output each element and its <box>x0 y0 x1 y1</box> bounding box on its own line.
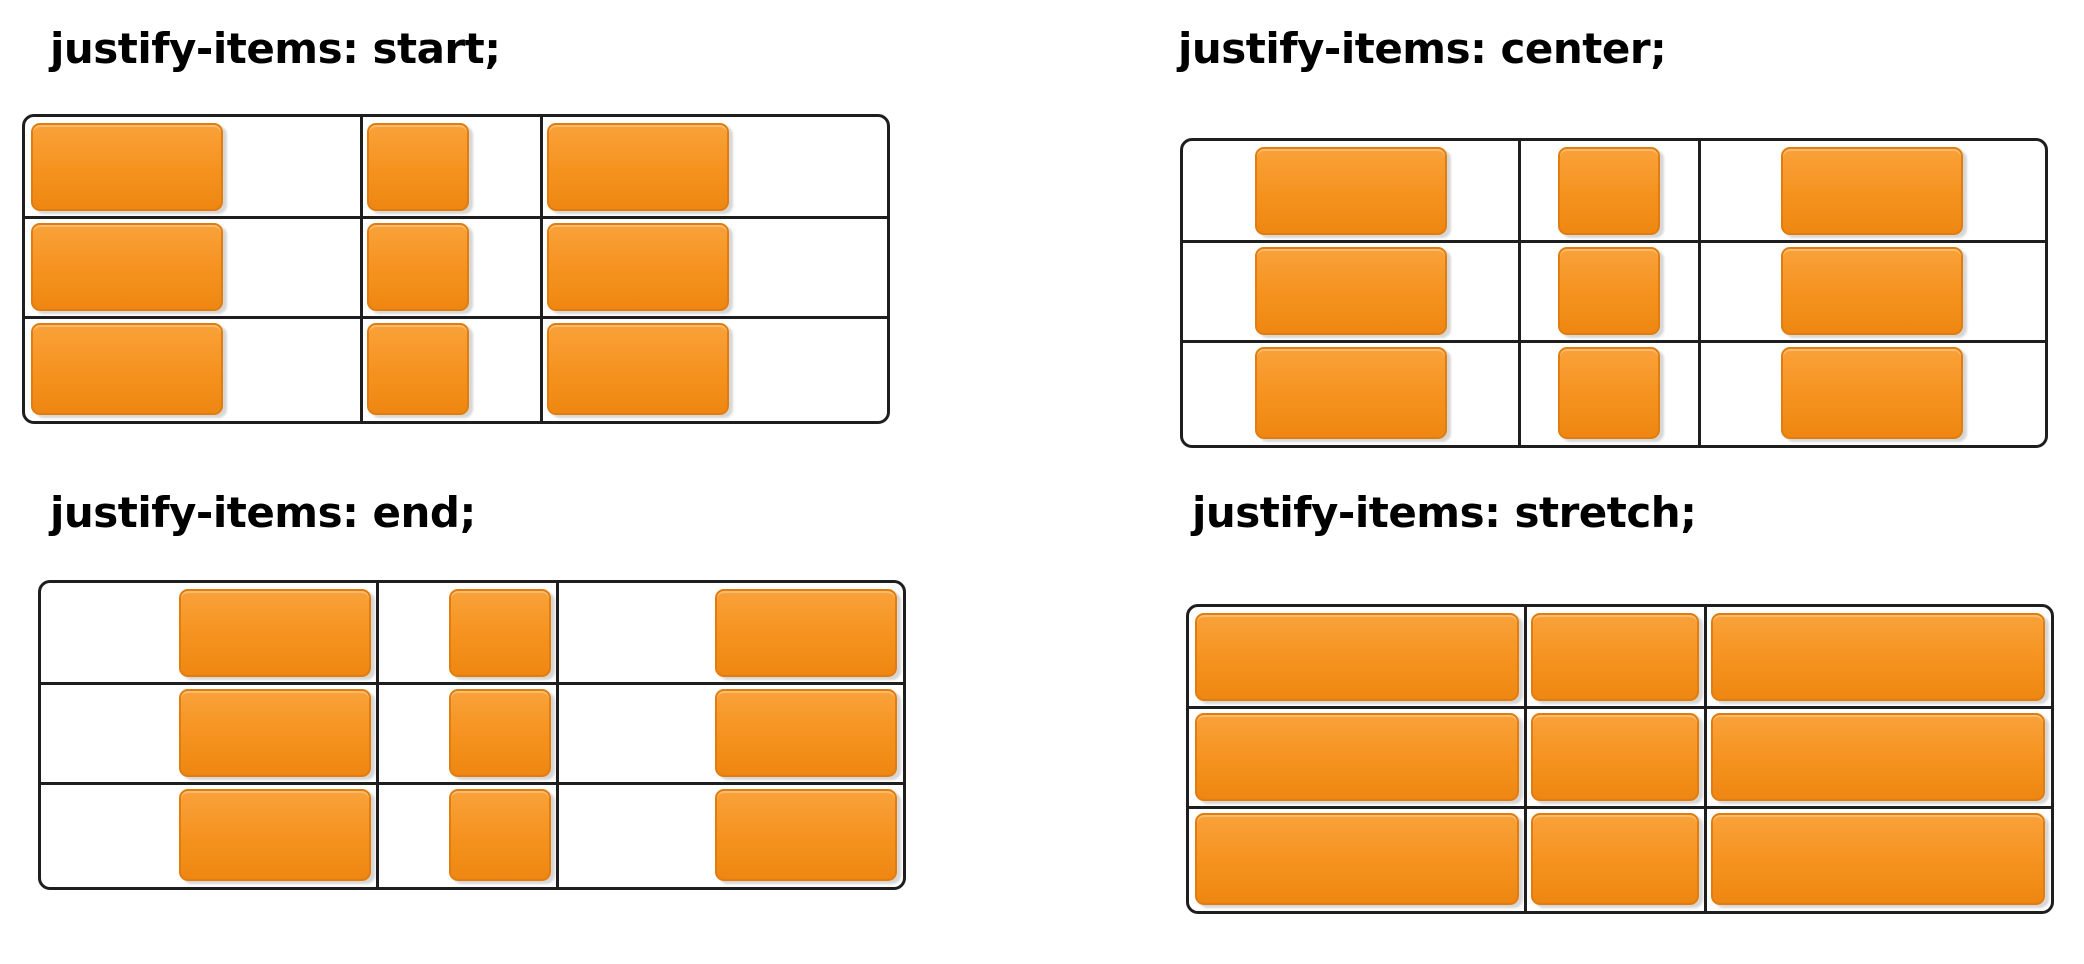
grid-cell <box>557 783 903 887</box>
grid-item <box>1711 813 2045 905</box>
grid-item <box>1531 613 1699 701</box>
grid-cell <box>1525 707 1705 807</box>
grid-column-line <box>1704 607 1707 911</box>
grid-cell <box>541 117 887 217</box>
grid-cell <box>1519 341 1699 445</box>
grid-cell <box>1705 707 2051 807</box>
grid-item <box>1558 147 1660 235</box>
grid-row-line <box>1183 340 2045 343</box>
grid-item <box>547 123 729 211</box>
grid-item <box>715 789 897 881</box>
grid-item <box>1255 247 1447 335</box>
grid-cell <box>1183 341 1519 445</box>
grid-cell <box>361 317 541 421</box>
grid-item <box>1255 347 1447 439</box>
grid-cell <box>1183 241 1519 341</box>
grid-cell <box>377 583 557 683</box>
grid-cell <box>1705 607 2051 707</box>
grid-item <box>31 323 223 415</box>
grid-column-line <box>1518 141 1521 445</box>
grid-item <box>1255 147 1447 235</box>
panel-title-end: justify-items: end; <box>50 488 476 537</box>
grid-item <box>1195 713 1519 801</box>
grid-cell <box>1699 241 2045 341</box>
grid-cell <box>377 783 557 887</box>
grid-row-line <box>1189 806 2051 809</box>
grid-item <box>715 589 897 677</box>
grid-cell <box>41 783 377 887</box>
grid-row-line <box>1183 240 2045 243</box>
grid-cell <box>1183 141 1519 241</box>
grid-item <box>1195 613 1519 701</box>
grid-cell <box>1189 607 1525 707</box>
grid-cell <box>1699 341 2045 445</box>
grid-row-line <box>41 682 903 685</box>
grid-cell <box>1699 141 2045 241</box>
grid-cell <box>361 117 541 217</box>
grid-item <box>1711 713 2045 801</box>
grid-row-line <box>1189 706 2051 709</box>
grid-item <box>449 789 551 881</box>
grid-item <box>1781 347 1963 439</box>
grid-item <box>1781 247 1963 335</box>
grid-cell <box>25 117 361 217</box>
grid-column-line <box>1524 607 1527 911</box>
grid-cell <box>557 583 903 683</box>
grid-cell <box>557 683 903 783</box>
grid-cell <box>1189 707 1525 807</box>
grid-row-line <box>25 316 887 319</box>
grid-item <box>1711 613 2045 701</box>
grid-item <box>547 323 729 415</box>
grid-item <box>715 689 897 777</box>
grid-column-line <box>1698 141 1701 445</box>
grid-item <box>449 689 551 777</box>
grid-item <box>1531 813 1699 905</box>
grid-cell <box>1519 141 1699 241</box>
grid-item <box>1781 147 1963 235</box>
grid-row-line <box>25 216 887 219</box>
panel-title-start: justify-items: start; <box>50 24 501 73</box>
grid-item <box>1195 813 1519 905</box>
grid-item <box>179 689 371 777</box>
grid-cell <box>541 217 887 317</box>
grid-cell <box>361 217 541 317</box>
grid-cell <box>1525 807 1705 911</box>
grid-item <box>31 223 223 311</box>
grid-item <box>367 323 469 415</box>
grid-cell <box>41 583 377 683</box>
grid-item <box>1558 247 1660 335</box>
grid-item <box>367 223 469 311</box>
panel-title-center: justify-items: center; <box>1178 24 1667 73</box>
panel-title-stretch: justify-items: stretch; <box>1192 488 1697 537</box>
grid-container-start <box>22 114 890 424</box>
grid-column-line <box>360 117 363 421</box>
grid-item <box>179 789 371 881</box>
grid-item <box>547 223 729 311</box>
grid-item <box>449 589 551 677</box>
grid-column-line <box>376 583 379 887</box>
grid-item <box>367 123 469 211</box>
grid-cell <box>541 317 887 421</box>
grid-column-line <box>540 117 543 421</box>
grid-container-center <box>1180 138 2048 448</box>
grid-cell <box>377 683 557 783</box>
grid-column-line <box>556 583 559 887</box>
grid-cell <box>25 317 361 421</box>
grid-cell <box>1705 807 2051 911</box>
grid-container-end <box>38 580 906 890</box>
grid-cell <box>1519 241 1699 341</box>
grid-cell <box>1525 607 1705 707</box>
grid-cell <box>1189 807 1525 911</box>
grid-container-stretch <box>1186 604 2054 914</box>
grid-item <box>1531 713 1699 801</box>
grid-cell <box>41 683 377 783</box>
grid-cell <box>25 217 361 317</box>
grid-row-line <box>41 782 903 785</box>
grid-item <box>31 123 223 211</box>
grid-item <box>179 589 371 677</box>
grid-item <box>1558 347 1660 439</box>
